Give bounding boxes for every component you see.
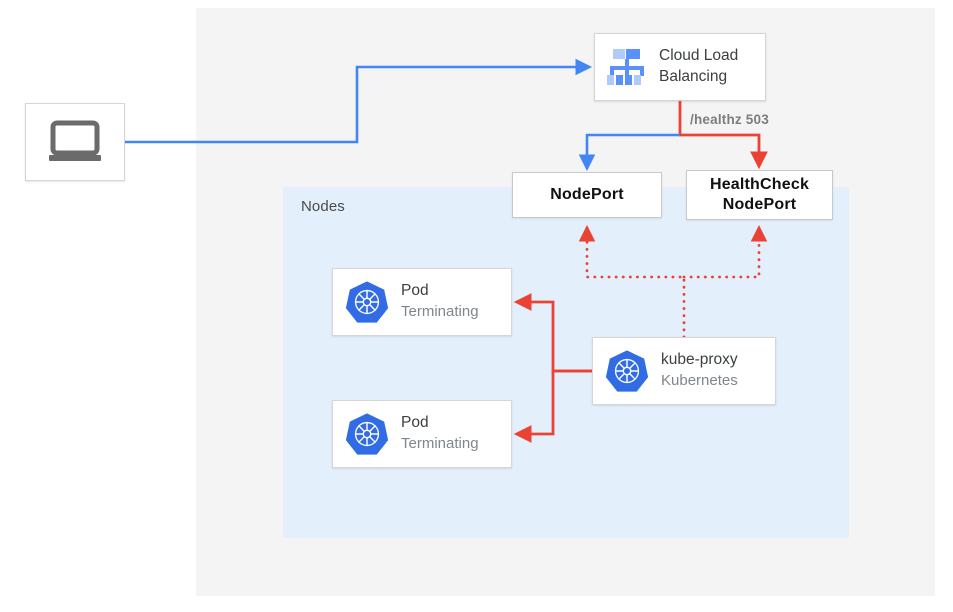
kube-proxy-text: kube-proxy Kubernetes <box>661 350 738 391</box>
kube-proxy-title: kube-proxy <box>661 351 738 369</box>
nodeport-box[interactable]: NodePort <box>512 172 662 218</box>
nodeport-label: NodePort <box>550 186 624 203</box>
healthcheck-nodeport-box[interactable]: HealthCheck NodePort <box>686 170 833 220</box>
cloud-load-balancing-title-line1: Cloud Load <box>659 47 739 65</box>
cloud-load-balancing-title-line2: Balancing <box>659 68 728 85</box>
pod-2-title: Pod <box>401 414 429 432</box>
pod-1-title: Pod <box>401 282 429 300</box>
cloud-load-balancing-icon <box>605 47 649 87</box>
cloud-load-balancing-text: Cloud Load Balancing <box>659 46 738 88</box>
pod-1-text: Pod Terminating <box>401 281 479 322</box>
healthcheck-line2: NodePort <box>722 196 797 213</box>
nodes-region-label: Nodes <box>301 198 345 215</box>
pod-2-text: Pod Terminating <box>401 413 479 454</box>
pod-card-1[interactable]: Pod Terminating <box>332 268 512 336</box>
healthz-label: /healthz 503 <box>690 112 769 127</box>
pod-2-status: Terminating <box>401 435 479 453</box>
kube-proxy-card[interactable]: kube-proxy Kubernetes <box>592 337 776 405</box>
kubernetes-icon <box>605 349 649 393</box>
healthcheck-line1: HealthCheck <box>709 176 810 193</box>
kubernetes-icon <box>345 280 389 324</box>
cloud-load-balancing-card[interactable]: Cloud Load Balancing <box>594 33 766 101</box>
pod-1-status: Terminating <box>401 303 479 321</box>
pod-card-2[interactable]: Pod Terminating <box>332 400 512 468</box>
laptop-icon <box>47 119 103 165</box>
healthcheck-nodeport-label: HealthCheck NodePort <box>710 175 809 215</box>
kubernetes-icon <box>345 412 389 456</box>
kube-proxy-subtitle: Kubernetes <box>661 372 738 390</box>
client-card[interactable] <box>25 103 125 181</box>
